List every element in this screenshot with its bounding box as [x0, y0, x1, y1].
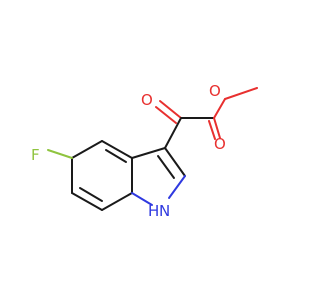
bond-n — [131, 192, 153, 206]
atom-o-ketone: O — [141, 91, 153, 109]
pyrrole-ring — [131, 147, 186, 206]
benzene-ring — [71, 140, 133, 211]
glyoxylate-chain — [155, 87, 258, 149]
bond — [101, 192, 133, 211]
bond-n — [168, 175, 186, 199]
bond — [131, 147, 166, 159]
bond — [164, 117, 182, 149]
bond — [71, 192, 103, 211]
bond-o — [159, 100, 182, 119]
bond — [157, 155, 175, 179]
bond-o — [213, 98, 226, 119]
bond — [101, 140, 133, 159]
bond — [164, 147, 186, 177]
atom-o-ester: O — [209, 82, 221, 100]
bond — [105, 149, 127, 163]
bond — [71, 140, 103, 159]
bond-f — [47, 149, 73, 159]
atom-o-carbonyl: O — [214, 135, 226, 153]
bond — [79, 187, 103, 202]
molecule-structure: F O O O H N — [31, 82, 258, 220]
atom-n-h: H — [148, 202, 159, 220]
bond-o — [208, 120, 216, 140]
atom-n: N — [159, 202, 170, 220]
bond-o — [155, 106, 177, 124]
bond-o — [213, 117, 221, 139]
bond-o — [224, 87, 258, 100]
atom-f: F — [31, 146, 40, 164]
